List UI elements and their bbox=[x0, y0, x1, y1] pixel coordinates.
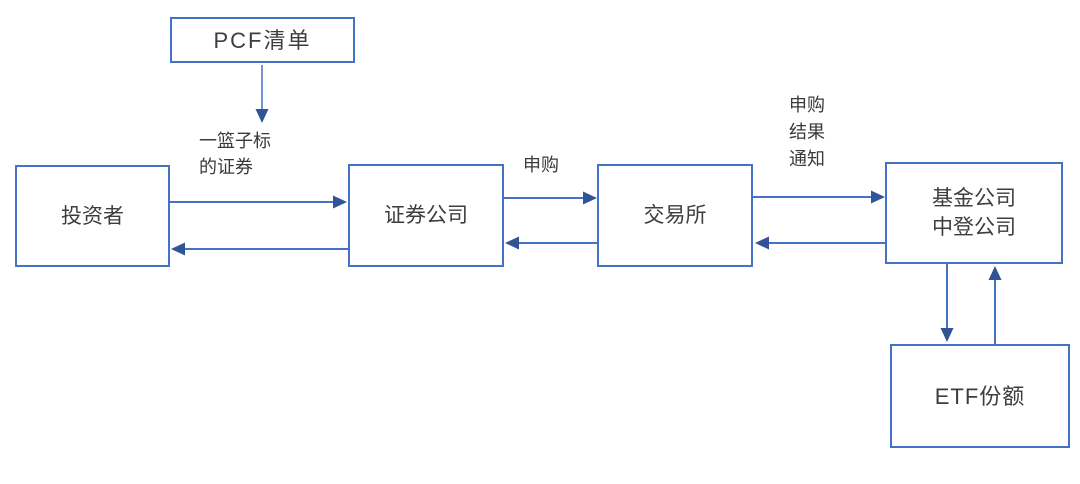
arrow-exchange-to-fund bbox=[753, 190, 885, 204]
node-fund-company-csdc: 基金公司 中登公司 bbox=[885, 162, 1063, 264]
arrow-securities-to-exchange bbox=[504, 191, 597, 205]
arrow-etf-to-fund bbox=[988, 266, 1002, 344]
node-securities-company: 证券公司 bbox=[348, 164, 504, 267]
edge-label-subscribe: 申购 bbox=[523, 155, 559, 175]
arrow-pcf-to-basket bbox=[255, 65, 269, 123]
node-exchange: 交易所 bbox=[597, 164, 753, 267]
arrow-investor-to-securities bbox=[170, 195, 347, 209]
node-etf-shares: ETF份额 bbox=[890, 344, 1070, 448]
arrow-exchange-to-securities bbox=[505, 236, 597, 250]
node-pcf-list: PCF清单 bbox=[170, 17, 355, 63]
node-investor: 投资者 bbox=[15, 165, 170, 267]
edge-label-basket-securities: 一篮子标 的证券 bbox=[199, 131, 271, 177]
arrow-fund-to-exchange bbox=[755, 236, 885, 250]
arrow-fund-to-etf bbox=[940, 264, 954, 342]
edge-label-subscription-result-notice: 申购 结果 通知 bbox=[789, 95, 825, 169]
